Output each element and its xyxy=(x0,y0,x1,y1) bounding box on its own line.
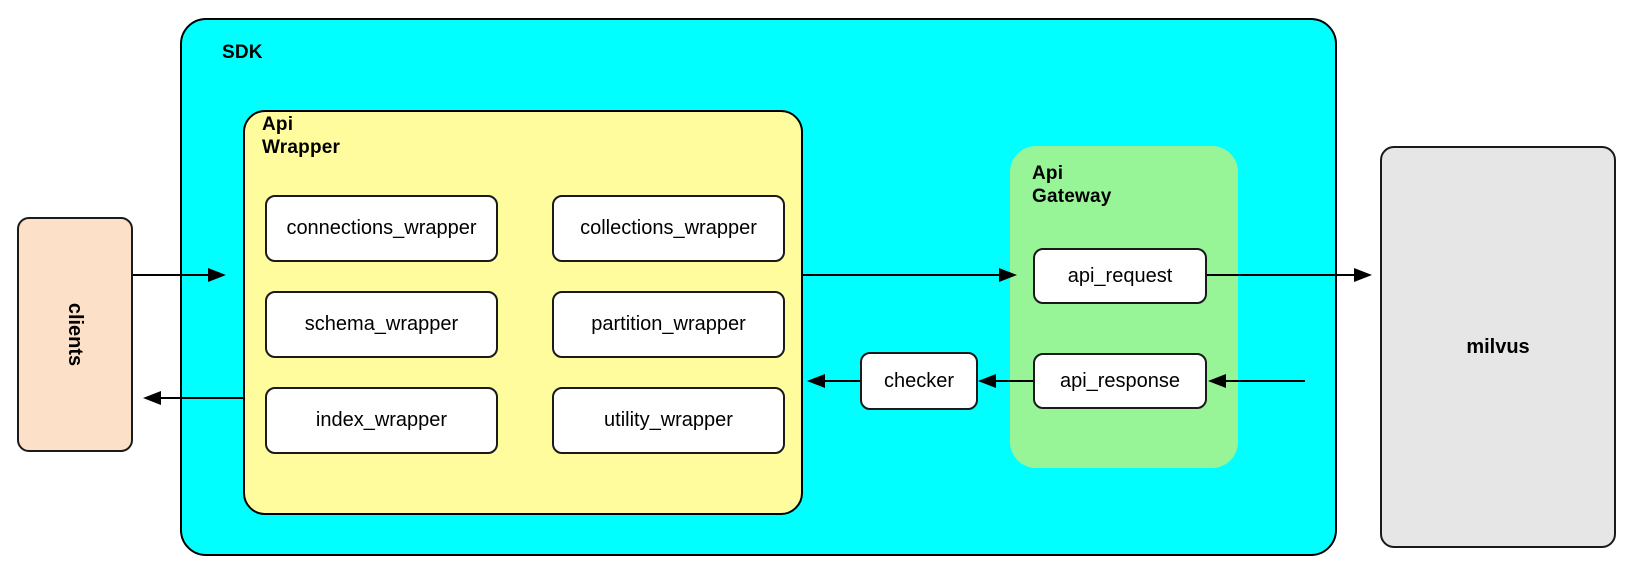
container-sdk-label: SDK xyxy=(222,42,263,63)
node-partition-wrapper-label: partition_wrapper xyxy=(591,313,746,335)
node-connections-wrapper-label: connections_wrapper xyxy=(286,217,477,239)
node-index-wrapper-label: index_wrapper xyxy=(315,409,448,431)
node-checker-label: checker xyxy=(883,369,955,392)
node-milvus-label: milvus xyxy=(1466,335,1530,358)
node-milvus[interactable]: milvus xyxy=(1380,146,1616,548)
node-clients-label: clients xyxy=(64,302,87,367)
node-api-response-label: api_response xyxy=(1059,369,1181,392)
container-api-wrapper-label: Api Wrapper xyxy=(262,114,341,158)
node-connections-wrapper[interactable]: connections_wrapper xyxy=(265,195,498,262)
container-api-gateway-label: Api Gateway xyxy=(1032,163,1112,207)
node-utility-wrapper[interactable]: utility_wrapper xyxy=(552,387,785,454)
node-collections-wrapper[interactable]: collections_wrapper xyxy=(552,195,785,262)
node-collections-wrapper-label: collections_wrapper xyxy=(580,217,757,239)
container-api-gateway[interactable] xyxy=(1010,146,1238,468)
node-api-request[interactable]: api_request xyxy=(1033,248,1207,304)
node-checker[interactable]: checker xyxy=(860,352,978,410)
node-api-request-label: api_request xyxy=(1067,264,1173,287)
node-api-response[interactable]: api_response xyxy=(1033,353,1207,409)
node-schema-wrapper-label: schema_wrapper xyxy=(304,313,459,335)
node-index-wrapper[interactable]: index_wrapper xyxy=(265,387,498,454)
node-clients[interactable]: clients xyxy=(17,217,133,452)
node-utility-wrapper-label: utility_wrapper xyxy=(604,409,733,431)
node-schema-wrapper[interactable]: schema_wrapper xyxy=(265,291,498,358)
node-partition-wrapper[interactable]: partition_wrapper xyxy=(552,291,785,358)
